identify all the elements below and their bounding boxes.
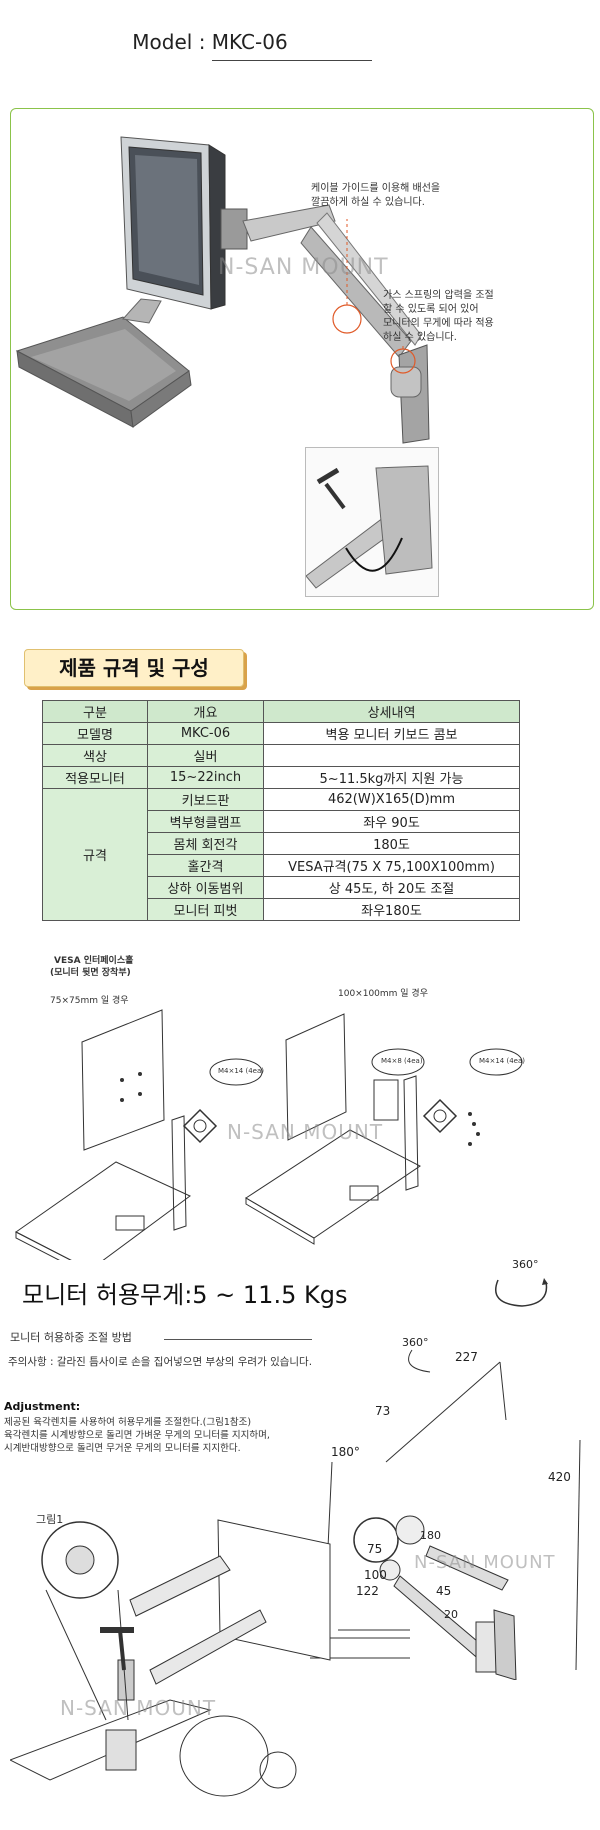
table-row: 규격 키보드판 462(W)X165(D)mm — [42, 788, 520, 921]
spec-heading-text: 제품 규격 및 구성 — [59, 656, 209, 680]
adjust-line: 시계반대방향으로 돌리면 무거운 무게의 모니터를 지지한다. — [4, 1443, 241, 1454]
table-cell: 462(W)X165(D)mm — [263, 788, 520, 811]
dimension-227: 227 — [455, 1350, 478, 1364]
watermark: N-SAN MOUNT — [60, 1696, 217, 1720]
table-row: 적용모니터 15~22inch 5~11.5kg까지 지원 가능 — [42, 766, 520, 789]
table-cell: 모델명 — [42, 722, 148, 745]
figure-1-illustration — [10, 1519, 331, 1797]
table-cell: 15~22inch — [147, 766, 264, 789]
table-row: 상하 이동범위 상 45도, 하 20도 조절 — [43, 876, 520, 899]
callout-gas-spring: 가스 스프링의 압력을 조절 할 수 있도록 되어 있어 모니터의 무게에 따라… — [383, 289, 494, 345]
table-cell: 좌우 90도 — [263, 810, 520, 833]
callout-line: 깔끔하게 하실 수 있습니다. — [311, 197, 425, 208]
figure-1-label: 그림1 — [36, 1513, 64, 1526]
header-cell: 개요 — [147, 700, 264, 723]
table-cell: 적용모니터 — [42, 766, 148, 789]
table-cell: 홀간격 — [147, 854, 264, 877]
dimension-45: 45 — [436, 1584, 452, 1598]
watermark: N-SAN MOUNT — [227, 1120, 384, 1144]
dimension-180: 180 — [420, 1529, 441, 1542]
product-photo — [15, 136, 430, 444]
caution-text: 주의사항 : 갈라진 틈사이로 손을 집어넣으면 부상의 우려가 있습니다. — [8, 1356, 313, 1368]
table-cell: VESA규격(75 X 75,100X100mm) — [263, 854, 520, 877]
table-cell: 5~11.5kg까지 지원 가능 — [263, 766, 520, 789]
adjust-title: 모니터 허용하중 조절 방법 — [10, 1331, 132, 1344]
group-label-cell: 규격 — [42, 788, 148, 921]
table-cell: 상 45도, 하 20도 조절 — [263, 876, 520, 899]
adjust-line: 육각렌치를 시계방향으로 돌리면 가벼운 무게의 모니터를 지지하며, — [4, 1430, 270, 1441]
table-row: 홀간격 VESA규격(75 X 75,100X100mm) — [43, 854, 520, 877]
table-header-row: 구분 개요 상세내역 — [42, 700, 520, 723]
rotation-angle-label: 360° — [512, 1258, 539, 1271]
vesa-case-100: 100×100mm 일 경우 — [338, 989, 428, 999]
callout-cable-guide: 케이블 가이드를 이용해 배선을 깔끔하게 하실 수 있습니다. — [311, 182, 440, 210]
dimension-73: 73 — [375, 1404, 391, 1418]
table-cell: MKC-06 — [147, 722, 264, 745]
title-underline — [212, 60, 372, 61]
vesa-diagram — [15, 1009, 523, 1260]
table-cell: 벽용 모니터 키보드 콤보 — [263, 722, 520, 745]
dimension-75: 75 — [367, 1542, 383, 1556]
vesa-subtitle: (모니터 뒷면 장착부) — [50, 968, 131, 978]
table-cell: 색상 — [42, 744, 148, 767]
table-cell: 키보드판 — [147, 788, 264, 811]
callout-line: 하실 수 있습니다. — [383, 332, 457, 343]
weight-capacity: 모니터 허용무게:5 ~ 11.5 Kgs — [22, 1281, 348, 1309]
callout-line: 모니터의 무게에 따라 적용 — [383, 318, 494, 329]
table-cell: 모니터 피벗 — [147, 898, 264, 921]
dimension-drawing — [297, 1349, 581, 1680]
vesa-title: VESA 인터페이스홀 — [54, 956, 134, 966]
product-photo-frame: 케이블 가이드를 이용해 배선을 깔끔하게 하실 수 있습니다. 가스 스프링의… — [10, 108, 594, 610]
inset-photo — [305, 447, 439, 597]
screw-label-c: M4×14 (4ea) — [479, 1057, 526, 1065]
adjust-title-rule — [164, 1339, 312, 1340]
dimension-100: 100 — [364, 1568, 387, 1582]
watermark: N-SAN MOUNT — [414, 1552, 556, 1573]
screw-label-a: M4×14 (4ea) — [218, 1067, 265, 1075]
table-cell: 좌우180도 — [263, 898, 520, 921]
callout-line: 가스 스프링의 압력을 조절 — [383, 290, 494, 301]
screw-label-b: M4×8 (4ea) — [381, 1057, 423, 1065]
adjustment-label: Adjustment: — [4, 1400, 81, 1413]
dimension-360: 360° — [402, 1336, 429, 1349]
header-cell: 상세내역 — [263, 700, 520, 723]
table-cell: 벽부형클램프 — [147, 810, 264, 833]
adjust-line: 제공된 육각렌치를 사용하여 허용무게를 조절한다.(그림1참조) — [4, 1417, 252, 1428]
dimension-122: 122 — [356, 1584, 379, 1598]
table-row: 모델명 MKC-06 벽용 모니터 키보드 콤보 — [42, 722, 520, 745]
table-cell — [263, 744, 520, 767]
rotation-arc-icon — [495, 1278, 548, 1307]
watermark: N-SAN MOUNT — [218, 255, 389, 280]
dimension-420: 420 — [548, 1470, 571, 1484]
dimension-20: 20 — [444, 1608, 458, 1621]
table-cell: 몸체 회전각 — [147, 832, 264, 855]
table-cell: 180도 — [263, 832, 520, 855]
model-title: Model : MKC-06 — [132, 30, 288, 54]
table-row: 모니터 피벗 좌우180도 — [43, 898, 520, 921]
callout-line: 할 수 있도록 되어 있어 — [383, 304, 479, 315]
table-row: 색상 실버 — [42, 744, 520, 767]
header-cell: 구분 — [42, 700, 148, 723]
spec-table: 구분 개요 상세내역 모델명 MKC-06 벽용 모니터 키보드 콤보 색상 실… — [42, 700, 520, 921]
table-cell: 실버 — [147, 744, 264, 767]
table-cell: 상하 이동범위 — [147, 876, 264, 899]
callout-line: 케이블 가이드를 이용해 배선을 — [311, 183, 441, 194]
vesa-case-75: 75×75mm 일 경우 — [50, 996, 129, 1006]
dimension-180-angle: 180° — [331, 1445, 360, 1459]
spec-heading: 제품 규격 및 구성 — [24, 649, 244, 687]
